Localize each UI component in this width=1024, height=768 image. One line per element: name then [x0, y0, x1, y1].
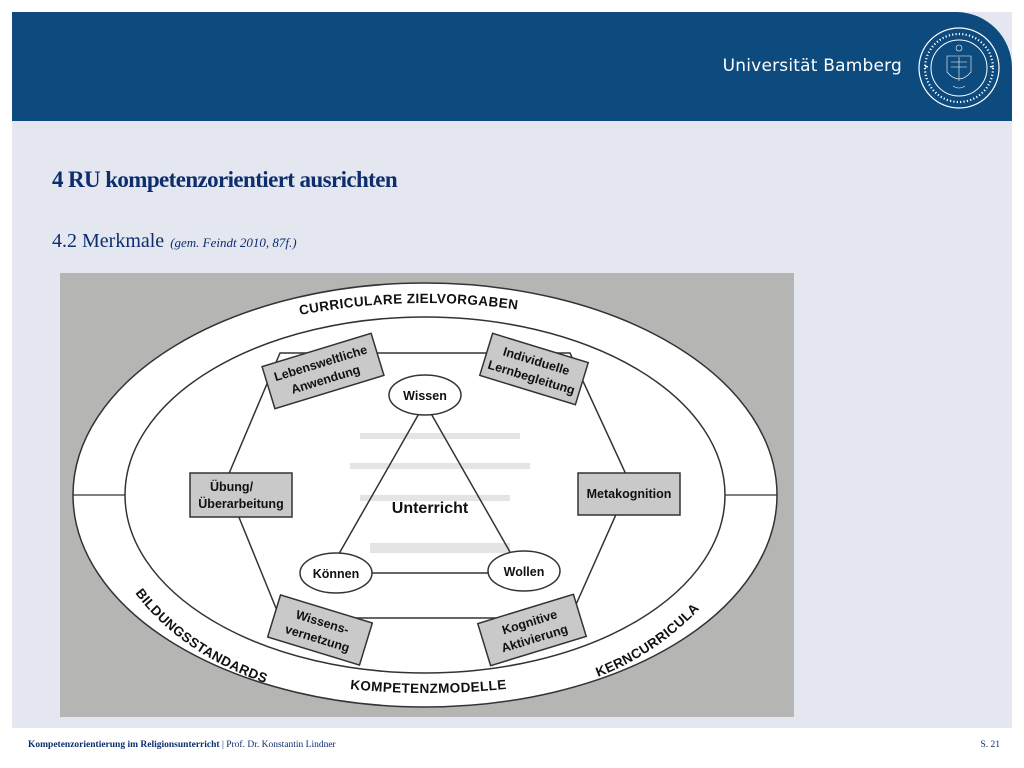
university-name: Universität Bamberg [722, 56, 902, 76]
slide-title: 4 RU kompetenzorientiert ausrichten [52, 167, 398, 192]
box-kognitive-aktivierung: Kognitive Aktivierung [476, 593, 588, 667]
triangle [326, 401, 524, 574]
subtitle-reference: (gem. Feindt 2010, 87f.) [170, 235, 297, 250]
slide: Universität Bamberg 4 RU kompetenzorient… [12, 12, 1012, 728]
node-wissen: Wissen [388, 374, 462, 416]
ring-label-bottom: KOMPETENZMODELLE [350, 677, 508, 696]
box-label-line: Übung/ [210, 479, 254, 494]
node-wollen-label: Wollen [504, 565, 545, 579]
node-wollen: Wollen [487, 550, 561, 592]
footer-separator: | [221, 740, 224, 750]
footer-author: Prof. Dr. Konstantin Lindner [226, 740, 336, 750]
slide-subtitle: 4.2 Merkmale (gem. Feindt 2010, 87f.) [52, 230, 297, 253]
background-texture [350, 433, 530, 553]
footer-page-number: S. 21 [980, 740, 1000, 750]
subtitle-text: 4.2 Merkmale [52, 230, 165, 252]
node-wissen-label: Wissen [403, 389, 447, 403]
competence-diagram: CURRICULARE ZIELVORGABEN KOMPETENZMODELL… [60, 273, 794, 717]
university-seal-icon [918, 27, 1000, 109]
box-label-line: Überarbeitung [198, 496, 283, 511]
footer: Kompetenzorientierung im Religionsunterr… [0, 740, 1024, 760]
box-uebung-ueberarbeitung: Übung/ Überarbeitung [189, 472, 293, 518]
footer-course: Kompetenzorientierung im Religionsunterr… [28, 740, 220, 750]
box-wissensvernetzung: Wissens- vernetzung [266, 593, 374, 667]
box-metakognition: Metakognition [577, 472, 681, 516]
box-label-line: Metakognition [587, 487, 672, 501]
node-koennen: Können [299, 552, 373, 594]
node-koennen-label: Können [313, 567, 360, 581]
footer-left: Kompetenzorientierung im Religionsunterr… [28, 740, 336, 750]
center-label: Unterricht [392, 500, 469, 517]
header-bar: Universität Bamberg [12, 12, 1012, 121]
